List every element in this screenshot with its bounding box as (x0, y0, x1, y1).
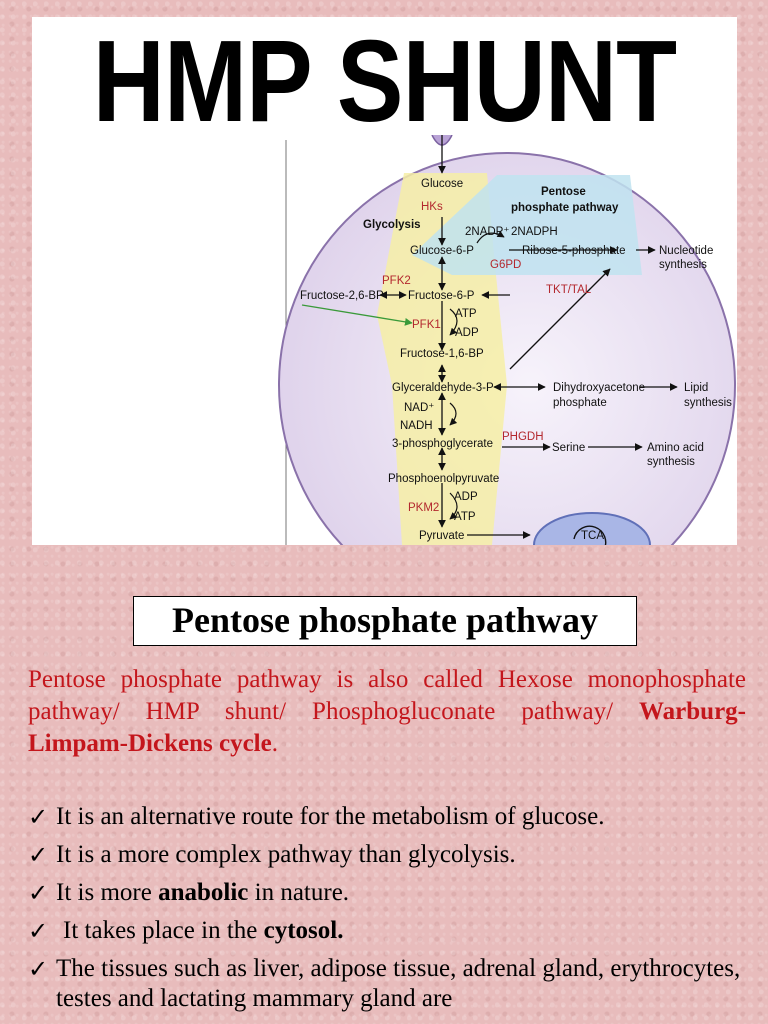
label-lipid-2: synthesis (684, 397, 732, 409)
label-lipid-1: Lipid (684, 382, 708, 394)
pathway-diagram: Glucose HKs Glycolysis Pentose phosphate… (278, 135, 736, 545)
check-icon: ✓ (28, 803, 49, 831)
label-hks: HKs (421, 201, 443, 213)
bullet-text-pre: It takes place in the (63, 917, 264, 944)
check-icon: ✓ (28, 917, 49, 945)
label-adp-1: ADP (455, 327, 479, 339)
label-r5p: Ribose-5-phosphate (522, 245, 626, 257)
label-3pg: 3-phosphoglycerate (392, 438, 493, 450)
list-item: ✓ It is more anabolic in nature. (28, 878, 748, 908)
label-serine: Serine (552, 442, 585, 454)
pathway-figure: HMP SHUNT (32, 17, 737, 545)
label-tca: TCA (581, 530, 604, 542)
figure-title: HMP SHUNT (92, 17, 677, 146)
label-nadh: NADH (400, 420, 433, 432)
label-dhap-1: Dihydroxyacetone (553, 382, 645, 394)
list-item: ✓ It is a more complex pathway than glyco… (28, 840, 748, 870)
bullet-text: The tissues such as liver, adipose tissu… (56, 955, 741, 1012)
label-amino-2: synthesis (647, 456, 695, 468)
label-glycolysis: Glycolysis (363, 219, 421, 231)
label-nucleotide-2: synthesis (659, 259, 707, 271)
intro-text: Pentose phosphate pathway is also called… (28, 666, 746, 725)
section-heading: Pentose phosphate pathway (133, 596, 637, 646)
check-icon: ✓ (28, 879, 49, 907)
list-item: ✓The tissues such as liver, adipose tiss… (28, 954, 748, 1014)
intro-paragraph: Pentose phosphate pathway is also called… (28, 664, 746, 760)
label-g6pd: G6PD (490, 259, 521, 271)
label-adp-2: ADP (454, 491, 478, 503)
label-tkt-tal: TKT/TAL (546, 284, 592, 296)
label-nucleotide-1: Nucleotide (659, 245, 713, 257)
bullet-text: It is an alternative route for the metab… (56, 803, 605, 830)
label-ppp-2: phosphate pathway (511, 202, 619, 214)
intro-bold: Warburg-Limpam-Dickens cycle (28, 698, 746, 757)
bullet-list: ✓ It is an alternative route for the meta… (28, 802, 748, 1022)
label-atp-1: ATP (455, 308, 477, 320)
label-pfk1: PFK1 (412, 319, 441, 331)
label-atp-2: ATP (454, 511, 476, 523)
label-phgdh: PHGDH (502, 431, 544, 443)
label-dhap-2: phosphate (553, 397, 607, 409)
label-f26bp: Fructose-2,6-BP (300, 290, 384, 302)
label-glucose: Glucose (421, 178, 463, 190)
tca-cycle-icon (573, 525, 607, 545)
label-pfk2: PFK2 (382, 275, 411, 287)
label-pyruvate: Pyruvate (419, 530, 464, 542)
list-item: ✓ It takes place in the cytosol. (28, 916, 748, 946)
label-nad: NAD⁺ (404, 402, 434, 414)
label-f16bp: Fructose-1,6-BP (400, 348, 484, 360)
check-icon: ✓ (28, 955, 49, 983)
label-nadp: 2NADP⁺ (465, 226, 509, 238)
label-pep: Phosphoenolpyruvate (388, 473, 499, 485)
bullet-bold: anabolic (158, 879, 249, 906)
bullet-text-post: in nature. (248, 879, 350, 906)
bullet-text-pre: It is more (56, 879, 159, 906)
label-nadph: 2NADPH (511, 226, 558, 238)
label-f6p: Fructose-6-P (408, 290, 475, 302)
check-icon: ✓ (28, 841, 49, 869)
label-g3p: Glyceraldehyde-3-P (392, 382, 494, 394)
bullet-bold: cytosol. (263, 917, 344, 944)
label-ppp-1: Pentose (541, 186, 586, 198)
label-g6p: Glucose-6-P (410, 245, 474, 257)
intro-end: . (271, 730, 278, 757)
bullet-text: It is a more complex pathway than glycol… (56, 841, 516, 868)
list-item: ✓ It is an alternative route for the meta… (28, 802, 748, 832)
label-amino-1: Amino acid (647, 442, 704, 454)
label-pkm2: PKM2 (408, 502, 439, 514)
mitochondrion-shape (533, 512, 651, 545)
